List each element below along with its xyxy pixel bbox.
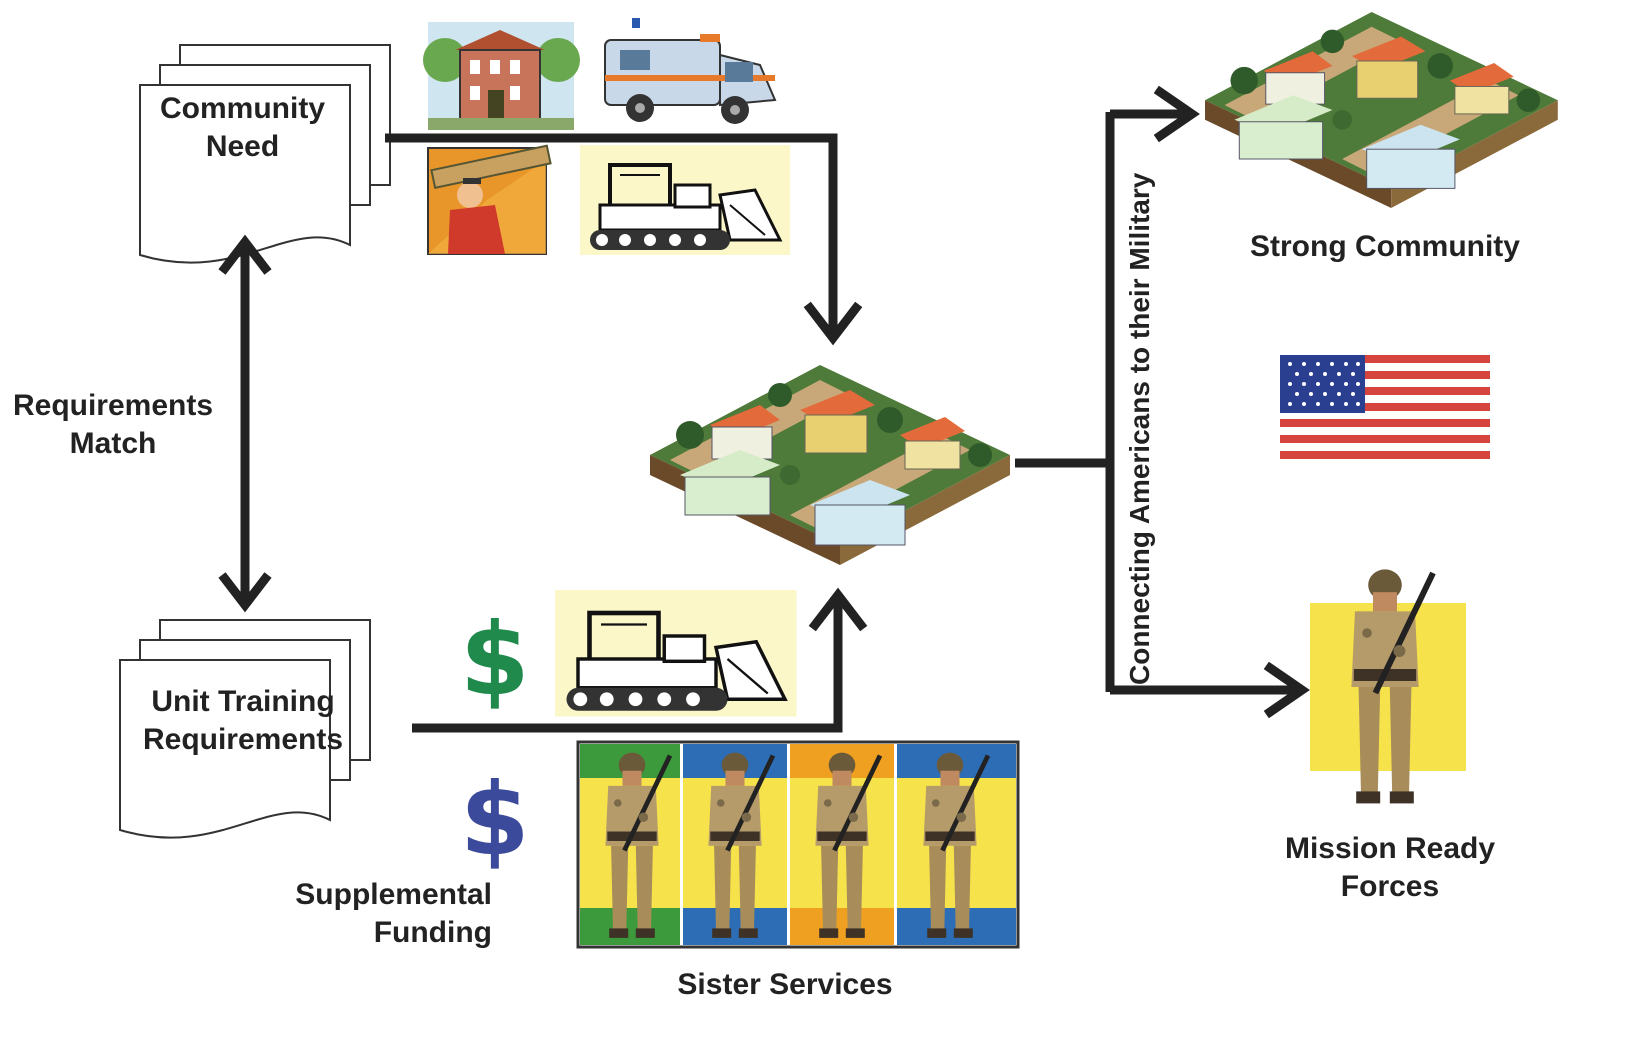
school-building-icon [423,22,580,130]
flow-lines [385,109,1300,733]
sister-services-label: Sister Services [677,968,893,1001]
supplemental-funding-line-1: Supplemental [295,878,492,911]
ambulance-icon [604,18,777,124]
line-training-to-village [412,600,843,733]
supplemental-funding-label: Supplemental Funding [270,876,492,952]
community-need-label: Community Need [150,90,335,166]
unit-training-line-2: Requirements [142,723,344,756]
line-community-to-village [385,133,838,335]
arrowhead-right-mission [1263,661,1310,719]
strong-community-label: Strong Community [1250,230,1520,263]
sister-services-panel [576,740,1020,949]
requirements-match-label: Requirements Match [8,387,218,463]
bulldozer-icon [578,143,792,257]
village-icon [649,364,1011,566]
service-tile [897,744,1016,945]
arrowhead-up-village [808,587,868,632]
community-need-line-1: Community [160,92,325,125]
connecting-americans-label: Connecting Americans to their Military [1124,172,1155,685]
service-tile [790,744,894,945]
mission-ready-line-1: Mission Ready [1284,832,1496,865]
worker-carrying-lumber-icon [427,144,552,255]
soldier-icon [1310,569,1466,803]
requirements-match-arrow [218,234,272,613]
arrow-heads [803,85,1310,719]
dollar-sign-blue: $ [460,761,530,878]
strong-community-village-icon [1204,11,1559,209]
requirements-match-line-2: Match [69,427,157,460]
service-tile [683,744,787,945]
mission-ready-line-2: Forces [1340,870,1440,903]
supplemental-funding-line-2: Funding [373,916,492,949]
service-tile [580,744,680,945]
mission-ready-label: Mission Ready Forces [1270,830,1510,906]
bulldozer-icon [555,590,797,717]
dollar-sign-green: $ [460,601,530,718]
unit-training-label: Unit Training Requirements [128,683,358,759]
arrowhead-right-strong [1153,85,1200,143]
us-flag-icon [1280,355,1490,463]
community-need-line-2: Need [205,130,280,163]
requirements-match-line-1: Requirements [12,389,214,422]
unit-training-line-1: Unit Training [151,685,335,718]
arrowhead-down-village [803,301,863,346]
